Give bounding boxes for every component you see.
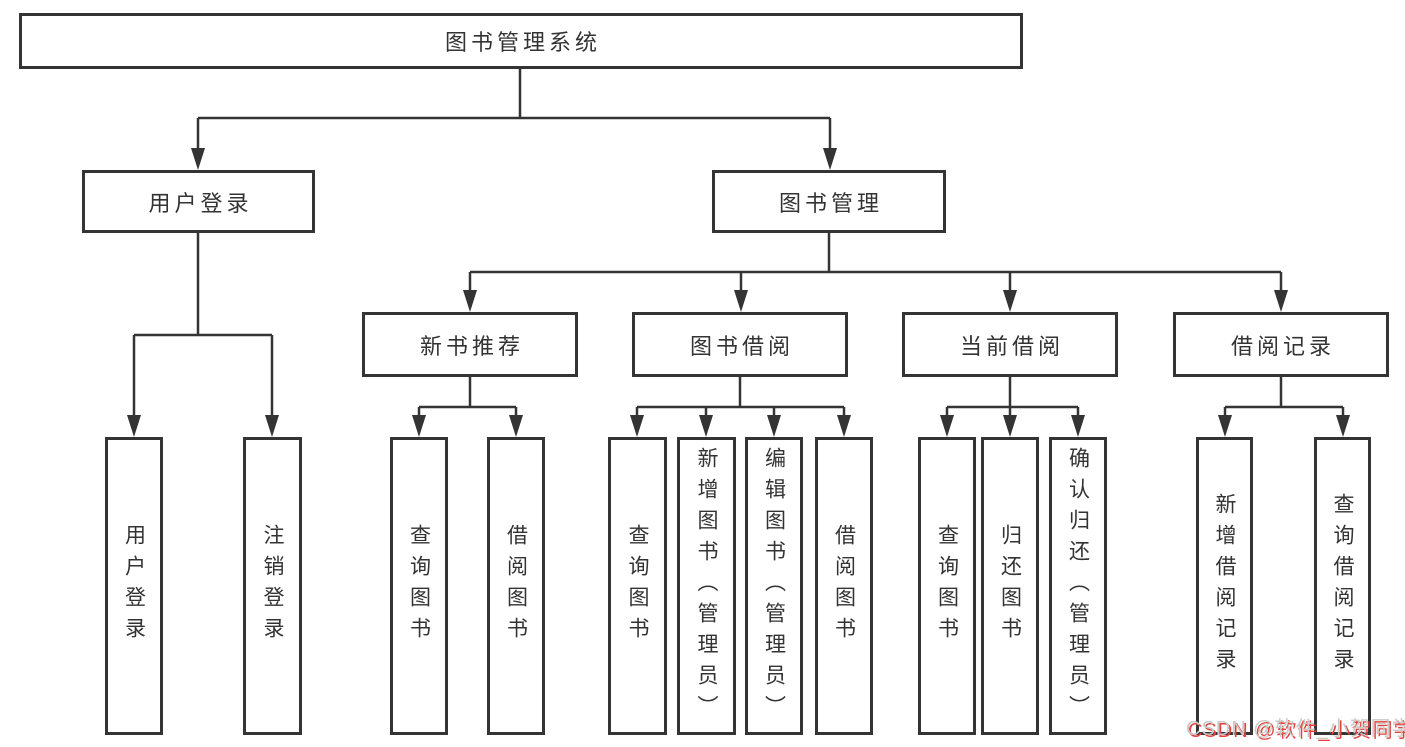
node-borrowing-records: 借阅记录 xyxy=(1173,312,1389,377)
connector-book-mgmt-to-level3 xyxy=(463,233,1288,312)
leaf-borrow-query-books: 查询图书 xyxy=(608,437,667,735)
node-book-management: 图书管理 xyxy=(712,170,946,233)
node-system-root-label: 图书管理系统 xyxy=(444,30,601,55)
leaf-edit-books-admin-label: 编辑图书（管理员） xyxy=(762,446,786,726)
node-book-management-label: 图书管理 xyxy=(778,190,883,216)
leaf-add-borrow-record-label: 新增借阅记录 xyxy=(1213,493,1236,679)
leaf-current-query-books-label: 查询图书 xyxy=(935,524,959,648)
node-user-login: 用户登录 xyxy=(82,170,315,233)
leaf-borrow-books-label: 借阅图书 xyxy=(832,524,856,648)
node-system-root: 图书管理系统 xyxy=(19,13,1023,69)
node-current-borrowing: 当前借阅 xyxy=(902,312,1118,377)
node-current-borrowing-label: 当前借阅 xyxy=(959,333,1064,359)
node-user-login-label: 用户登录 xyxy=(148,190,253,216)
leaf-confirm-return-admin: 确认归还（管理员） xyxy=(1049,437,1107,735)
node-new-book-recommendation: 新书推荐 xyxy=(362,312,578,377)
leaf-return-books-label: 归还图书 xyxy=(998,524,1022,648)
node-new-book-recommendation-label: 新书推荐 xyxy=(419,333,524,359)
leaf-borrow-query-books-label: 查询图书 xyxy=(626,524,649,648)
leaf-rec-borrow-books-label: 借阅图书 xyxy=(504,524,528,648)
connector-borrow-records-children xyxy=(1218,377,1350,437)
connector-book-borrow-children xyxy=(630,377,851,437)
csdn-watermark: CSDN @软件_小贺同学 xyxy=(1186,718,1405,740)
leaf-add-borrow-record: 新增借阅记录 xyxy=(1196,437,1253,735)
leaf-confirm-return-admin-label: 确认归还（管理员） xyxy=(1066,446,1090,726)
leaf-query-borrow-record-label: 查询借阅记录 xyxy=(1331,493,1354,679)
leaf-query-borrow-record: 查询借阅记录 xyxy=(1314,437,1371,735)
connector-current-borrow-children xyxy=(940,377,1085,437)
leaf-user-login-label: 用户登录 xyxy=(122,524,146,648)
leaf-user-login: 用户登录 xyxy=(105,437,163,735)
connector-new-book-rec-children xyxy=(412,377,523,437)
leaf-add-books-admin: 新增图书（管理员） xyxy=(677,437,736,735)
node-book-borrowing: 图书借阅 xyxy=(632,312,848,377)
leaf-rec-borrow-books: 借阅图书 xyxy=(487,437,545,735)
node-borrowing-records-label: 借阅记录 xyxy=(1230,333,1335,359)
leaf-logout: 注销登录 xyxy=(243,437,302,735)
node-book-borrowing-label: 图书借阅 xyxy=(689,333,794,359)
leaf-return-books: 归还图书 xyxy=(981,437,1039,735)
connector-user-login-children xyxy=(127,233,279,437)
leaf-logout-label: 注销登录 xyxy=(261,524,284,648)
leaf-borrow-books: 借阅图书 xyxy=(815,437,873,735)
leaf-rec-query-books-label: 查询图书 xyxy=(407,524,431,648)
leaf-rec-query-books: 查询图书 xyxy=(390,437,448,735)
leaf-current-query-books: 查询图书 xyxy=(918,437,976,735)
leaf-edit-books-admin: 编辑图书（管理员） xyxy=(745,437,803,735)
leaf-add-books-admin-label: 新增图书（管理员） xyxy=(695,446,718,726)
connector-root-to-level2 xyxy=(191,69,837,170)
